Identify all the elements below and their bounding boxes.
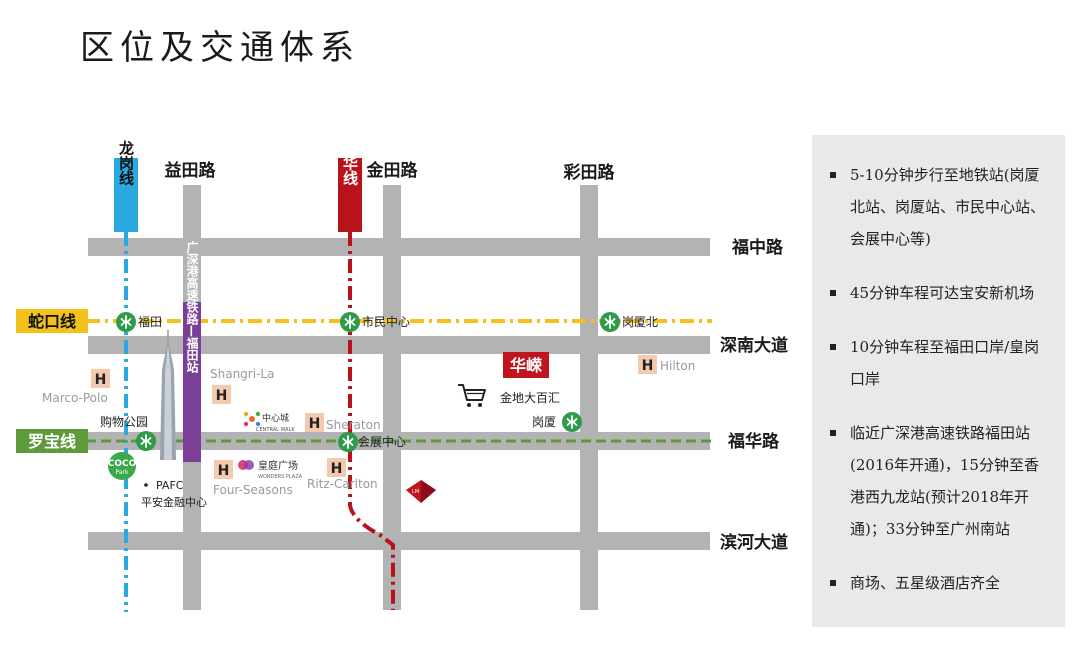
info-item-amenities: 商场、五星级酒店齐全 [828, 567, 1047, 599]
road-name-binhe: 滨河大道 [720, 532, 788, 553]
hotel-badge-letter: H [309, 416, 321, 432]
hotel-hilton: H Hilton [638, 355, 695, 374]
line-label-longgang: 龙岗线 [114, 140, 138, 232]
metro-station-icon [600, 312, 620, 332]
central-walk-en: CENTRAL WALK [256, 427, 295, 433]
hotel-marco-polo: H Marco-Polo [42, 369, 110, 405]
huangting-plaza-logo: 皇庭广场 WONDERS PLAZA [238, 459, 303, 480]
huangting-name: 皇庭广场 [258, 459, 298, 472]
line-label-shekou-text: 蛇口线 [28, 312, 76, 331]
lm-logo-text: LM [412, 489, 419, 495]
road-binhe [88, 532, 710, 550]
coco-sub: Park [116, 469, 129, 476]
metro-station-icon [562, 412, 582, 432]
road-name-yitian: 益田路 [165, 160, 217, 181]
station-civic-center: 市民中心 [362, 314, 410, 329]
road-name-jintian: 金田路 [366, 160, 419, 181]
huangting-en: WONDERS PLAZA [258, 474, 303, 480]
info-item-port: 10分钟车程至福田口岸/皇岗口岸 [828, 331, 1047, 395]
line-label-luobao-text: 罗宝线 [28, 432, 76, 451]
lm-brand-logo: LM [406, 480, 436, 503]
info-panel: 5-10分钟步行至地铁站(岗厦北站、岗厦站、市民中心站、会展中心等) 45分钟车… [812, 135, 1065, 627]
road-shennan [88, 336, 710, 354]
station-shopping-park: 购物公园 [100, 414, 148, 429]
metro-station-icon [116, 312, 136, 332]
info-item-metro: 5-10分钟步行至地铁站(岗厦北站、岗厦站、市民中心站、会展中心等) [828, 159, 1047, 255]
coco-name: COCO [108, 459, 137, 469]
hotel-badge-letter: H [331, 461, 343, 477]
coco-park-logo: COCO Park [108, 452, 137, 480]
hotel-badge-letter: H [216, 388, 228, 404]
hotel-badge-letter: H [642, 358, 654, 374]
line-label-luobao: 罗宝线 [16, 429, 88, 453]
page-title: 区位及交通体系 [80, 28, 360, 68]
hotel-badge-letter: H [218, 463, 230, 479]
hotel-name-ritz-carlton: Ritz-Carlton [307, 477, 378, 491]
road-name-fuhua: 福华路 [727, 431, 780, 452]
road-name-fuzhong: 福中路 [731, 237, 784, 258]
station-gangxia-north: 岗厦北 [622, 315, 658, 329]
hotel-name-hilton: Hilton [660, 359, 695, 373]
hotel-name-four-seasons: Four-Seasons [213, 483, 293, 497]
hotel-ritz-carlton: H Ritz-Carlton [307, 458, 378, 491]
station-convention: 会展中心 [358, 434, 406, 449]
line-longhua [348, 232, 395, 610]
pafc-cn-name: 平安金融中心 [141, 495, 207, 509]
road-caitian [580, 185, 598, 610]
road-jintian [383, 185, 401, 610]
huaxia-name: 华嵘 [510, 356, 542, 375]
line-label-longgang-text: 龙岗线 [117, 140, 135, 187]
shopping-cart-icon [458, 384, 486, 407]
line-label-shekou: 蛇口线 [16, 309, 88, 333]
line-label-longhua-text: 龙华线 [341, 140, 359, 187]
info-item-railway: 临近广深港高速铁路福田站(2016年开通)，15分钟至香港西九龙站(预计2018… [828, 417, 1047, 545]
metro-station-icon [136, 431, 156, 451]
station-gangxia: 岗厦 [532, 415, 556, 429]
hotel-name-sheraton: Sheraton [326, 418, 381, 432]
road-fuzhong [88, 238, 710, 256]
road-name-shennan: 深南大道 [720, 335, 788, 356]
metro-station-icon [340, 312, 360, 332]
hotel-name-shangri-la: Shangri-La [210, 367, 274, 381]
pafc-dot [144, 483, 148, 487]
hotel-name-marco-polo: Marco-Polo [42, 391, 108, 405]
road-network [88, 185, 710, 610]
hotel-four-seasons: H Four-Seasons [213, 460, 293, 497]
xrl-station-label-text: 广深港高速铁路—福田站 [185, 240, 199, 374]
hotel-sheraton: H Sheraton [305, 413, 381, 432]
info-list: 5-10分钟步行至地铁站(岗厦北站、岗厦站、市民中心站、会展中心等) 45分钟车… [828, 159, 1047, 599]
jindi-name: 金地大百汇 [500, 390, 560, 405]
location-map: 龙岗线 龙华线 蛇口线 罗宝线 广深港高速铁路—福田站 益田路 金田路 彩田路 … [16, 140, 788, 612]
line-label-longhua: 龙华线 [338, 140, 362, 232]
central-walk-name: 中心城 [262, 412, 289, 424]
road-name-caitian: 彩田路 [563, 162, 616, 183]
xrl-station-label: 广深港高速铁路—福田站 [183, 240, 201, 462]
hotel-shangri-la: H Shangri-La [210, 367, 274, 404]
station-futian: 福田 [138, 314, 162, 329]
hotel-badge-letter: H [95, 372, 107, 388]
info-item-airport: 45分钟车程可达宝安新机场 [828, 277, 1047, 309]
metro-station-icon [338, 432, 358, 452]
huaxia-badge: 华嵘 [503, 352, 549, 378]
road-fuhua [88, 432, 710, 450]
pafc-name: PAFC [156, 479, 184, 492]
central-walk-logo: 中心城 CENTRAL WALK [243, 411, 295, 433]
pafc-tower-icon [160, 330, 176, 460]
